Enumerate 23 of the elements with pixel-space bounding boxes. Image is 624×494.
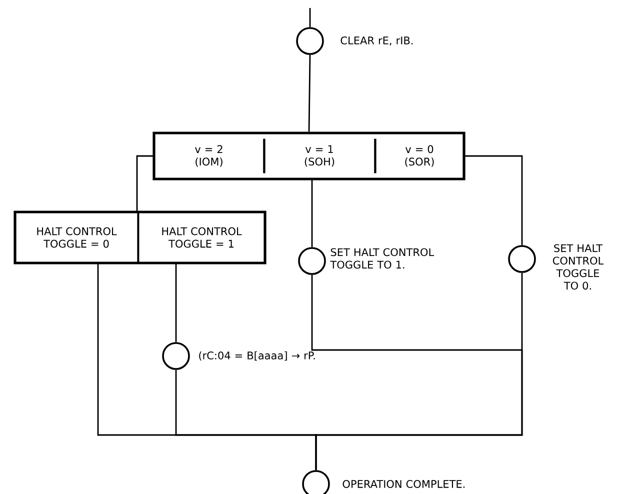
decision-box xyxy=(14,210,266,264)
connector-line xyxy=(175,370,317,470)
connector-line xyxy=(308,54,311,132)
cell-label: HALT CONTROL TOGGLE = 0 xyxy=(37,227,117,248)
cell-label: HALT CONTROL TOGGLE = 1 xyxy=(162,227,242,248)
connector-line xyxy=(175,263,177,342)
step-label: SET HALT CONTROL TOGGLE TO 1. xyxy=(330,248,434,269)
step-label: SET HALT CONTROL TOGGLE TO 0. xyxy=(552,244,604,290)
connector-line xyxy=(464,155,523,246)
step-circle xyxy=(296,27,324,55)
connector-line xyxy=(311,179,313,248)
connector-line xyxy=(136,155,154,212)
connector-line xyxy=(309,8,311,28)
step-circle xyxy=(298,247,326,275)
step-label: CLEAR rE, rIB. xyxy=(340,36,413,46)
step-circle xyxy=(162,342,190,370)
step-label: (rC:04 = B[aaaa] → rP. xyxy=(199,351,315,361)
cell-label: v = 1 (SOH) xyxy=(304,145,334,167)
decision-box xyxy=(152,132,466,180)
step-label: OPERATION COMPLETE. xyxy=(342,480,465,488)
step-circle xyxy=(508,245,536,273)
cell-label: v = 0 (SOR) xyxy=(405,145,434,167)
cell-label: v = 2 (IOM) xyxy=(194,145,222,167)
